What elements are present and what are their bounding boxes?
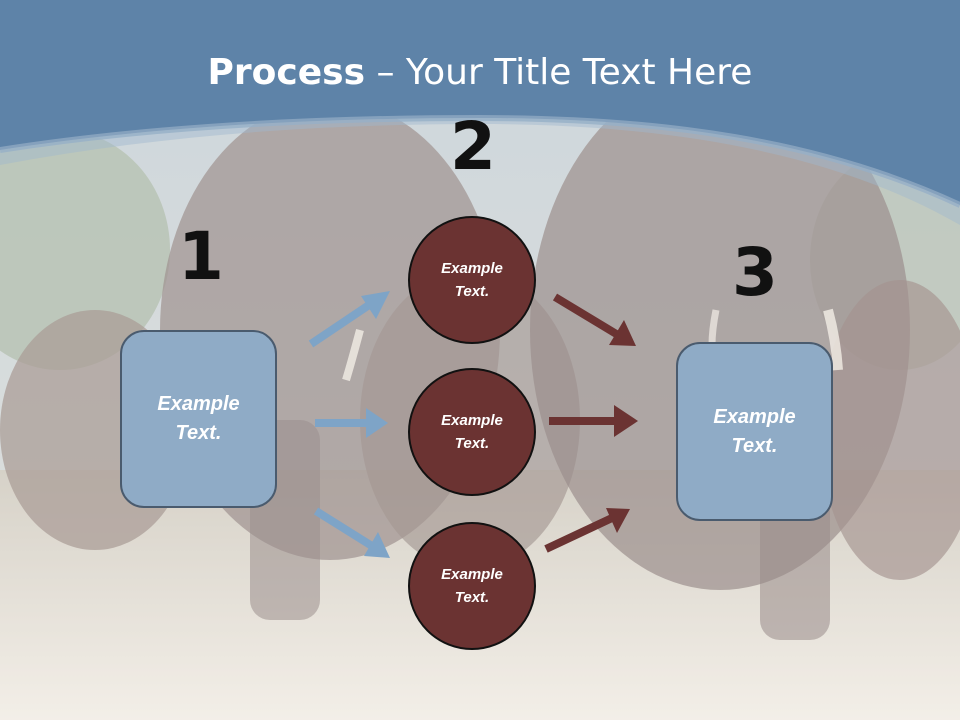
circle-bottom[interactable]: Example Text. [408, 522, 536, 650]
title-bold: Process [207, 52, 366, 93]
circle-middle[interactable]: Example Text. [408, 368, 536, 496]
right-box-text: Example Text. [713, 405, 796, 457]
circle-top-text: Example Text. [441, 260, 503, 300]
circle-bottom-text: Example Text. [441, 566, 503, 606]
slide-title: Process – Your Title Text Here [0, 52, 960, 93]
right-box[interactable]: Example Text. [676, 342, 833, 521]
left-box[interactable]: Example Text. [120, 330, 277, 508]
step-number-3: 3 [732, 234, 778, 311]
step-number-2: 2 [450, 108, 496, 185]
left-box-text: Example Text. [157, 393, 240, 444]
step-number-1: 1 [178, 218, 224, 295]
circle-middle-text: Example Text. [441, 412, 503, 452]
title-rest: – Your Title Text Here [365, 52, 753, 93]
circle-top[interactable]: Example Text. [408, 216, 536, 344]
